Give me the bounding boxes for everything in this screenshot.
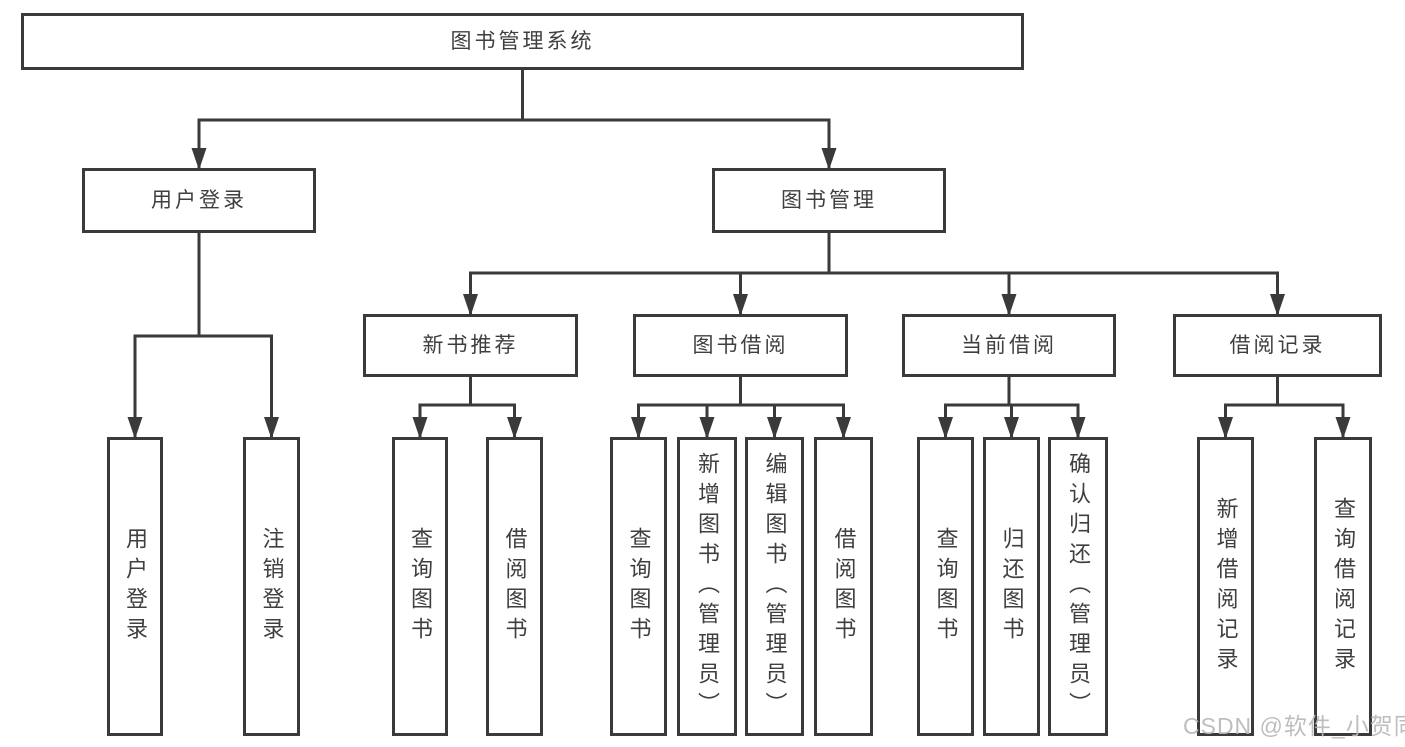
node-root-system: 图书管理系统 — [21, 13, 1024, 70]
leaf-confirm-return-admin: 确认归还（管理员） — [1048, 437, 1108, 736]
leaf-borrow-books: 借阅图书 — [814, 437, 873, 736]
leaf-user-login-label: 用户登录 — [123, 526, 148, 647]
node-book-management-label: 图书管理 — [781, 189, 877, 212]
node-book-borrow: 图书借阅 — [633, 314, 848, 377]
leaf-query-books-recommend: 查询图书 — [392, 437, 448, 736]
leaf-logout-label: 注销登录 — [259, 526, 285, 647]
node-borrow-records-label: 借阅记录 — [1229, 334, 1326, 357]
leaf-query-books-borrow: 查询图书 — [610, 437, 667, 736]
leaf-borrow-books-label: 借阅图书 — [831, 526, 857, 647]
node-current-borrow: 当前借阅 — [902, 314, 1116, 377]
leaf-add-borrow-record-label: 新增借阅记录 — [1213, 496, 1239, 677]
leaf-query-books-current-label: 查询图书 — [933, 526, 959, 647]
leaf-query-books-borrow-label: 查询图书 — [626, 526, 652, 647]
node-user-login: 用户登录 — [82, 168, 316, 233]
node-book-borrow-label: 图书借阅 — [692, 334, 789, 357]
leaf-edit-book-admin: 编辑图书（管理员） — [745, 437, 804, 736]
node-user-login-label: 用户登录 — [151, 189, 247, 212]
leaf-query-books-recommend-label: 查询图书 — [408, 526, 433, 647]
leaf-edit-book-admin-label: 编辑图书（管理员） — [762, 451, 788, 722]
leaf-query-books-current: 查询图书 — [917, 437, 974, 736]
leaf-borrow-books-recommend-label: 借阅图书 — [502, 526, 528, 647]
leaf-add-borrow-record: 新增借阅记录 — [1197, 437, 1254, 736]
node-borrow-records: 借阅记录 — [1173, 314, 1382, 377]
node-current-borrow-label: 当前借阅 — [961, 334, 1057, 357]
branch-bars — [133, 69, 1345, 407]
leaf-add-book-admin-label: 新增图书（管理员） — [695, 451, 720, 722]
node-new-book-recommend: 新书推荐 — [363, 314, 578, 377]
csdn-watermark: CSDN @软件_小贺同学 — [1183, 713, 1405, 739]
leaf-logout: 注销登录 — [243, 437, 300, 736]
leaf-query-borrow-record: 查询借阅记录 — [1314, 437, 1372, 736]
leaf-return-book: 归还图书 — [983, 437, 1040, 736]
node-new-book-recommend-label: 新书推荐 — [422, 334, 519, 357]
leaf-user-login: 用户登录 — [107, 437, 163, 736]
leaf-borrow-books-recommend: 借阅图书 — [486, 437, 543, 736]
leaf-add-book-admin: 新增图书（管理员） — [677, 437, 737, 736]
leaf-confirm-return-admin-label: 确认归还（管理员） — [1066, 451, 1091, 722]
leaf-return-book-label: 归还图书 — [999, 526, 1025, 647]
leaf-query-borrow-record-label: 查询借阅记录 — [1331, 496, 1356, 677]
node-root-system-label: 图书管理系统 — [450, 30, 595, 53]
node-book-management: 图书管理 — [712, 168, 946, 233]
